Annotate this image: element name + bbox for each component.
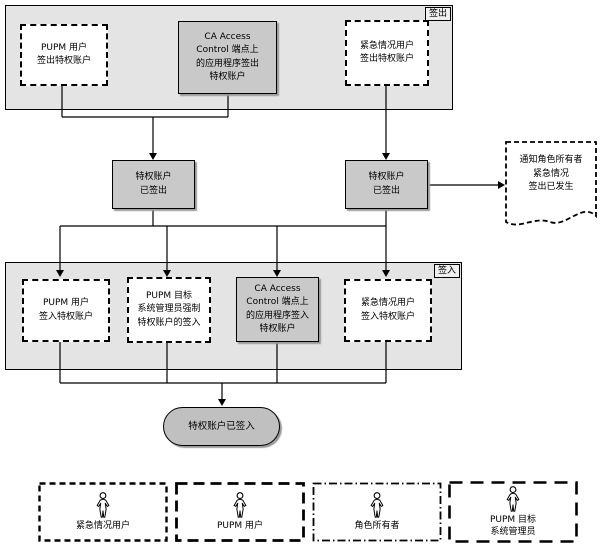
legend-item-label: 紧急情况用户 (75, 520, 130, 531)
legend-item-label: PUPM 目标 系统管理员 (489, 514, 537, 537)
state-checked-in-ellipse: 特权账户已签入 (163, 407, 280, 446)
node-ca-app-checkin: CA Access Control 端点上 的应用程序签入 特权账户 (236, 277, 319, 342)
node-pupm-admin-forced-checkin: PUPM 目标 系统管理员强制 特权账户的签入 (127, 277, 211, 343)
legend-item-label: 角色所有者 (354, 520, 400, 531)
node-emergency-user-checkout: 紧急情况用户 签出特权账户 (345, 20, 429, 86)
person-icon (96, 491, 110, 518)
person-icon (506, 485, 520, 512)
legend-item-pupm-target-admin: PUPM 目标 系统管理员 (448, 481, 578, 543)
person-icon (370, 491, 384, 518)
node-ca-app-checkout: CA Access Control 端点上 的应用程序签出 特权账户 (178, 21, 277, 94)
node-pupm-user-checkout: PUPM 用户 签出特权账户 (20, 24, 108, 86)
document-shape-icon (505, 141, 597, 226)
notify-document-label: 通知角色所有者 紧急情况 签出已发生 (519, 155, 583, 192)
legend-item-role-owner: 角色所有者 (312, 482, 442, 542)
checkin-corner-label: 签入 (433, 264, 460, 278)
person-icon (233, 491, 247, 518)
notify-role-owner-document: 通知角色所有者 紧急情况 签出已发生 (504, 140, 598, 236)
node-pupm-user-checkin: PUPM 用户 签入特权账户 (22, 279, 110, 342)
legend-item-emergency-user: 紧急情况用户 (38, 482, 168, 542)
checkout-corner-label: 签出 (424, 7, 451, 21)
state-checked-out-right: 特权账户 已签出 (345, 160, 428, 209)
state-checked-out-left: 特权账户 已签出 (112, 160, 195, 209)
legend-item-label: PUPM 用户 (216, 520, 264, 531)
node-emergency-user-checkin: 紧急情况用户 签入特权账户 (344, 279, 432, 342)
legend-item-pupm-user: PUPM 用户 (175, 482, 305, 542)
